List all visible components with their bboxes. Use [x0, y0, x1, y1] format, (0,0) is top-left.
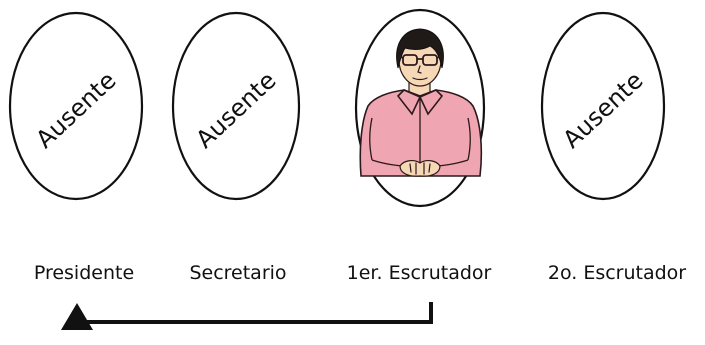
- member-slot-presidente: Ausente: [8, 11, 144, 201]
- person-nose: [417, 65, 422, 74]
- glasses-icon: [398, 54, 442, 66]
- role-label-segundo-escrutador: 2o. Escrutador: [548, 262, 686, 284]
- role-label-secretario: Secretario: [189, 262, 286, 284]
- person-collar-right: [418, 89, 444, 116]
- member-oval: [8, 11, 144, 201]
- person-fingers: [409, 162, 431, 175]
- member-slot-segundo-escrutador: Ausente: [540, 11, 666, 201]
- person-illustration: [359, 28, 483, 177]
- person-collar-left: [396, 89, 422, 116]
- person-hair: [396, 28, 444, 69]
- member-oval: [171, 11, 301, 201]
- role-label-presidente: Presidente: [34, 262, 134, 284]
- person-hands: [399, 160, 441, 177]
- member-slot-secretario: Ausente: [171, 11, 301, 201]
- role-label-primer-escrutador: 1er. Escrutador: [347, 262, 492, 284]
- connector-line: [77, 302, 433, 324]
- person-mouth: [412, 77, 428, 81]
- member-oval: [540, 11, 666, 201]
- arrow-up-icon: [61, 303, 93, 330]
- substitution-connector: [61, 302, 433, 330]
- person-shirt-fold-left: [369, 117, 373, 161]
- person-shirt-fold-right: [467, 117, 471, 161]
- member-slot-primer-escrutador: [354, 8, 486, 208]
